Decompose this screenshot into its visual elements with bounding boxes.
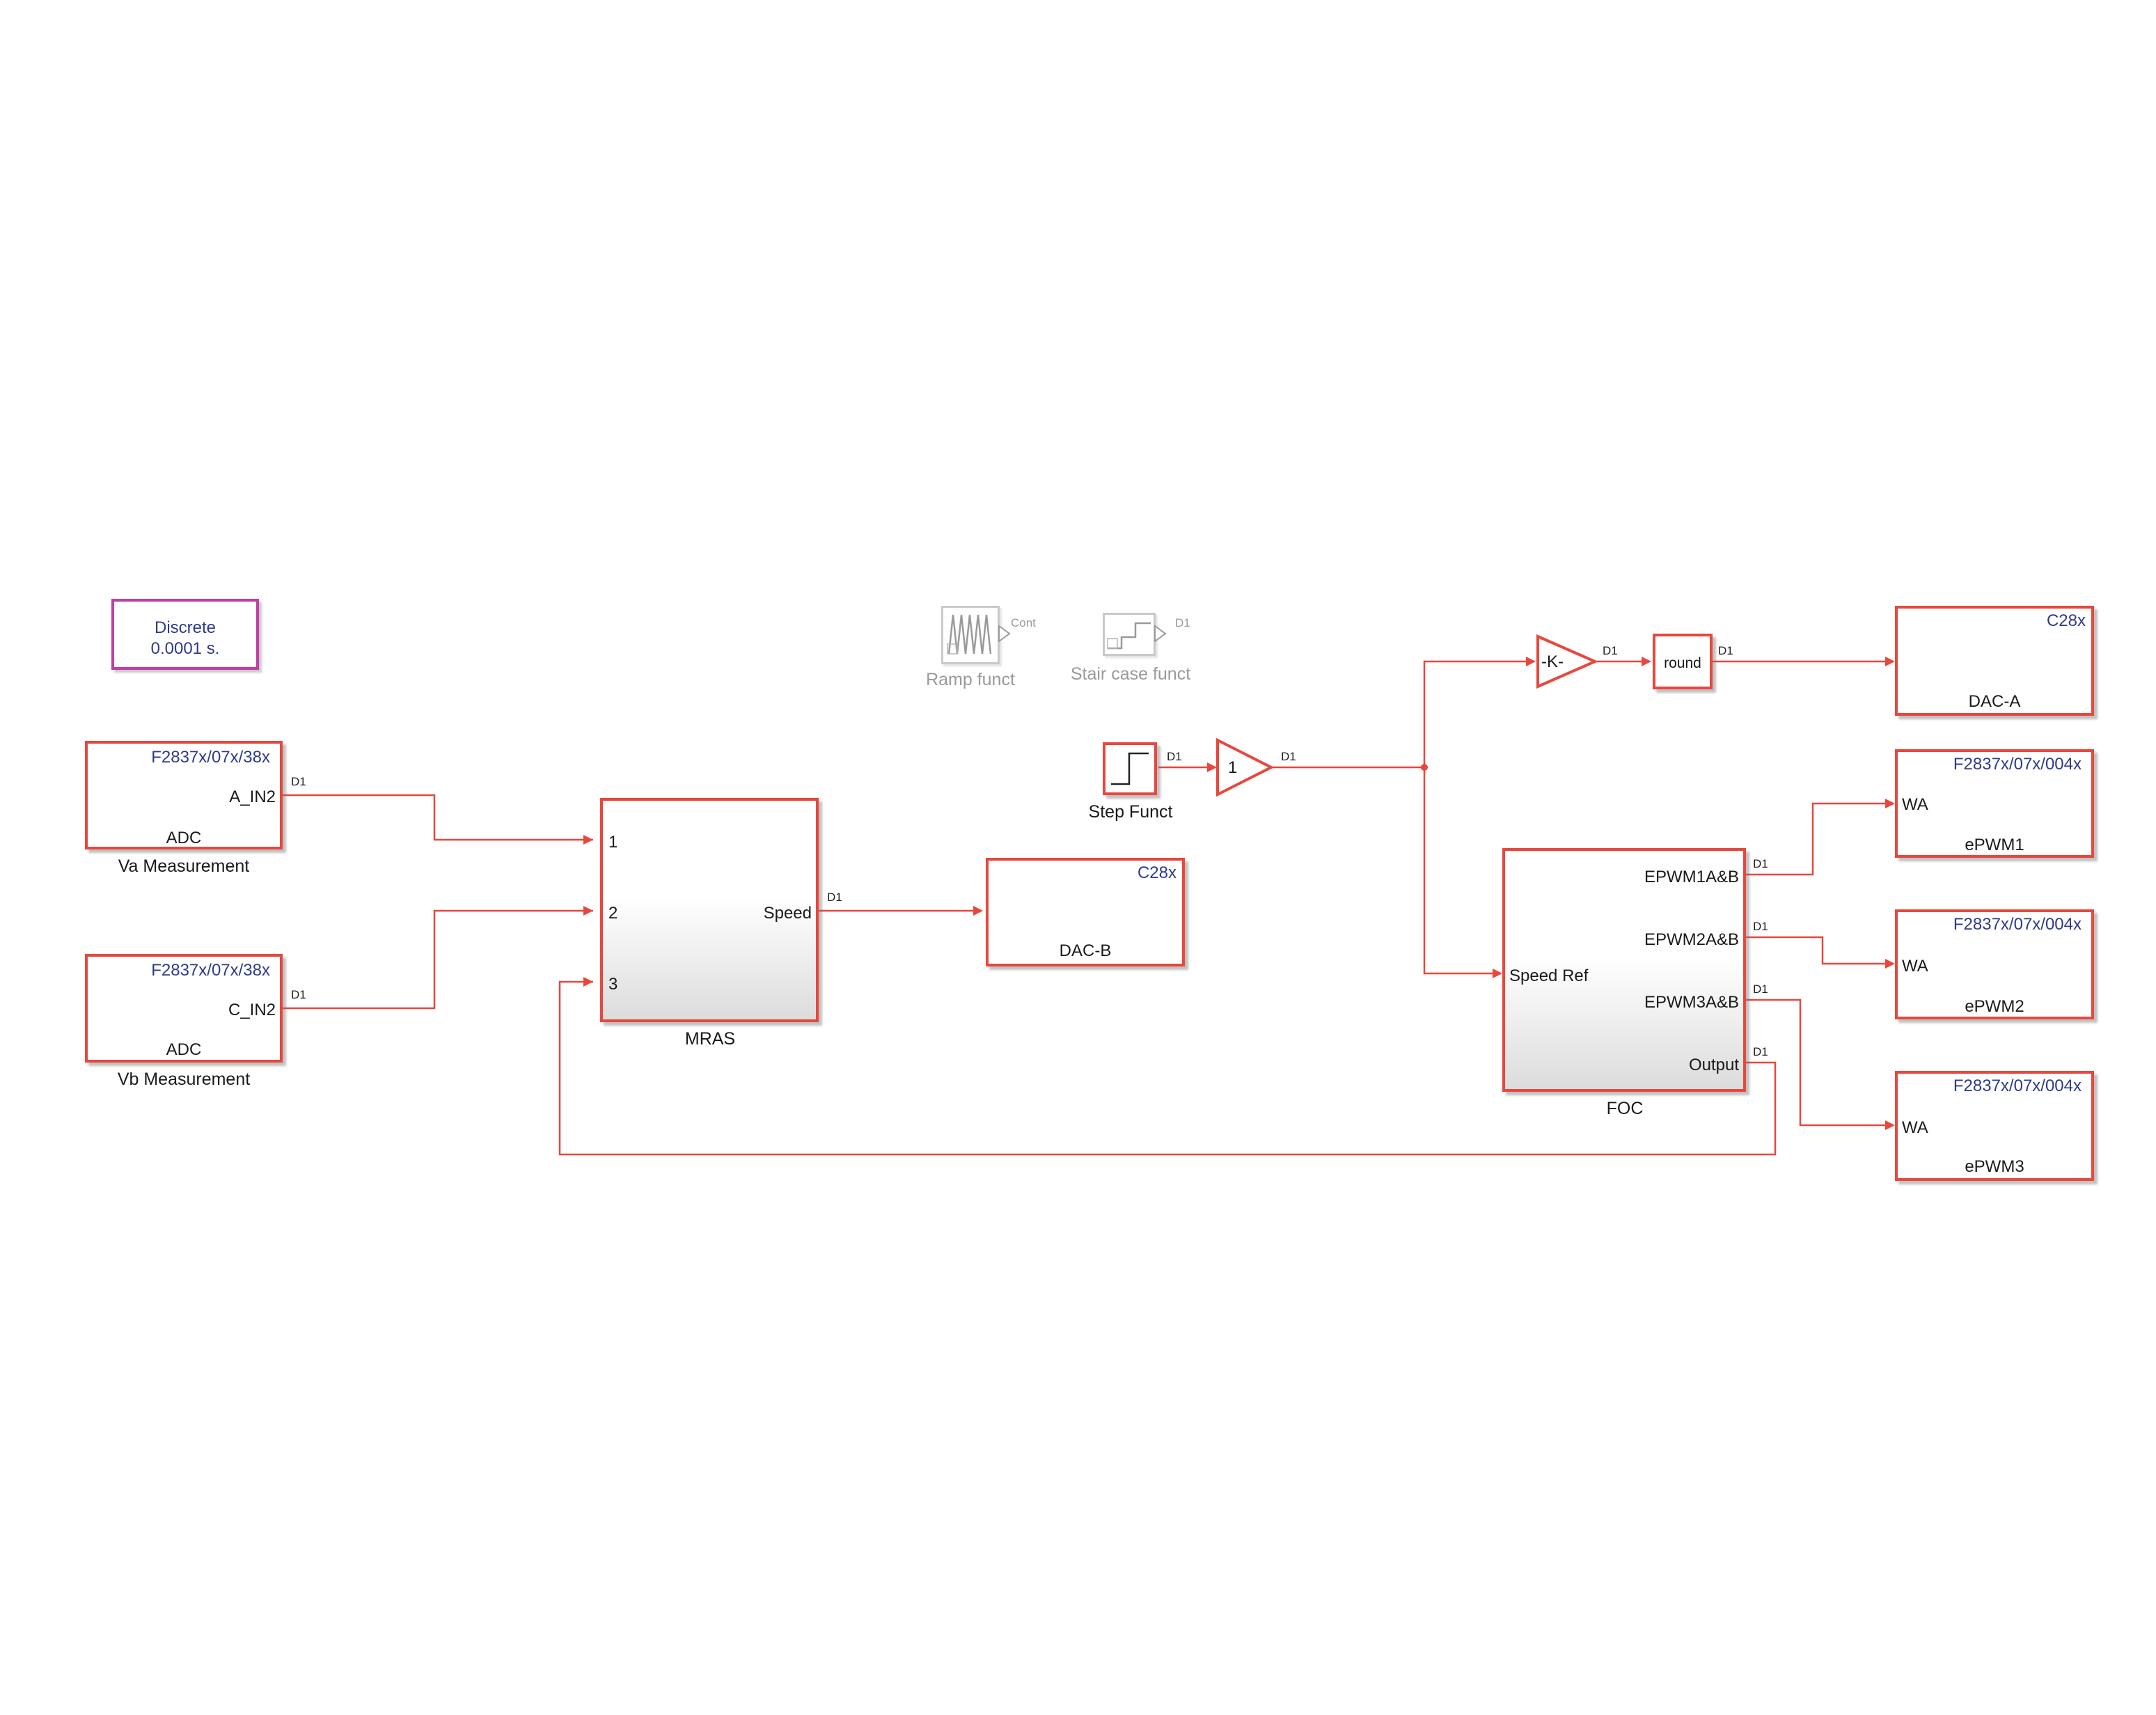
epwm2-block[interactable]: F2837x/07x/004x WA ePWM2 <box>1895 909 2094 1019</box>
arrow-epwm1 <box>1885 799 1895 808</box>
solver-sample-time: 0.0001 s. <box>150 639 220 658</box>
epwm2-label: ePWM2 <box>1965 997 2024 1016</box>
round-block[interactable]: round <box>1653 634 1713 689</box>
staircase-function-block[interactable] <box>1103 613 1156 656</box>
staircase-out-port-icon <box>1154 625 1167 642</box>
gain-1-block[interactable] <box>1215 738 1274 797</box>
foc-subsystem[interactable]: Speed Ref EPWM1A&B EPWM2A&B EPWM3A&B Out… <box>1502 848 1746 1092</box>
arrow-epwm3 <box>1885 1120 1895 1130</box>
vb-adc-rate: D1 <box>291 988 306 1001</box>
epwm1-label: ePWM1 <box>1965 836 2024 854</box>
mras-in-port-2: 2 <box>608 904 618 923</box>
foc-output-rate: D1 <box>1753 1045 1768 1058</box>
ramp-out-port-icon <box>998 625 1011 642</box>
step-caption: Step Funct <box>1088 802 1173 822</box>
wire-epwm1 <box>1746 802 1885 876</box>
gain-k-rate: D1 <box>1603 644 1618 657</box>
mras-subsystem[interactable]: 1 2 3 Speed <box>600 798 819 1022</box>
mras-out-rate: D1 <box>827 891 842 904</box>
round-label: round <box>1664 655 1701 671</box>
va-adc-port: A_IN2 <box>229 788 276 806</box>
foc-out-port-epwm1: EPWM1A&B <box>1644 868 1739 886</box>
epwm1-in-port: WA <box>1902 795 1928 814</box>
epwm3-label: ePWM3 <box>1965 1157 2024 1176</box>
ramp-waveform-icon <box>947 614 992 655</box>
wire-feedback <box>558 980 1777 1156</box>
vb-measurement-caption: Vb Measurement <box>117 1070 251 1089</box>
round-rate: D1 <box>1718 644 1733 657</box>
mras-in-port-3: 3 <box>608 975 618 994</box>
foc-epwm1-rate: D1 <box>1753 857 1768 870</box>
mras-caption: MRAS <box>684 1029 736 1049</box>
epwm3-in-port: WA <box>1902 1118 1928 1137</box>
arrow-mras1 <box>583 835 593 845</box>
dac-a-target: C28x <box>2046 611 2086 630</box>
dac-a-label: DAC-A <box>1968 692 2021 711</box>
mras-out-port-speed: Speed <box>763 904 812 923</box>
staircase-waveform-icon <box>1107 622 1151 650</box>
arrow-round <box>1642 657 1651 666</box>
va-measurement-caption: Va Measurement <box>118 856 250 876</box>
dac-a-block[interactable]: C28x DAC-A <box>1895 606 2094 716</box>
vb-adc-label: ADC <box>166 1040 202 1059</box>
mras-in-port-1: 1 <box>608 833 618 852</box>
gain-1-rate: D1 <box>1281 750 1296 763</box>
dac-b-target: C28x <box>1137 863 1177 882</box>
vb-adc-block[interactable]: F2837x/07x/38x C_IN2 ADC <box>85 954 283 1063</box>
gain-k-value: -K- <box>1541 652 1564 671</box>
va-adc-label: ADC <box>166 829 202 847</box>
foc-epwm2-rate: D1 <box>1753 920 1768 933</box>
ramp-caption: Ramp funct <box>926 670 1015 689</box>
arrow-mras2 <box>583 906 593 916</box>
step-function-block[interactable] <box>1103 742 1157 795</box>
foc-caption: FOC <box>1606 1099 1644 1118</box>
arrow-dacb <box>973 906 983 916</box>
arrow-foc <box>1493 969 1502 978</box>
arrow-k <box>1526 657 1536 666</box>
foc-epwm3-rate: D1 <box>1753 982 1768 996</box>
dac-b-label: DAC-B <box>1059 941 1112 960</box>
gain-1-value: 1 <box>1228 758 1238 777</box>
wire-branch-to-foc <box>1423 767 1493 975</box>
wire-va-to-mras1 <box>283 794 593 841</box>
ramp-function-block[interactable] <box>941 606 1000 664</box>
foc-out-port-epwm3: EPWM3A&B <box>1644 993 1739 1012</box>
arrow-gain <box>1207 762 1217 772</box>
wire-vb-to-mras2 <box>283 909 593 1010</box>
wire-branch-to-k <box>1423 660 1529 767</box>
foc-out-port-epwm2: EPWM2A&B <box>1644 930 1739 949</box>
wire-epwm2 <box>1746 936 1885 965</box>
epwm2-target: F2837x/07x/004x <box>1953 915 2082 934</box>
staircase-rate: D1 <box>1175 616 1190 629</box>
step-waveform-icon <box>1111 752 1149 785</box>
epwm3-block[interactable]: F2837x/07x/004x WA ePWM3 <box>1895 1071 2094 1181</box>
dac-b-block[interactable]: C28x DAC-B <box>986 858 1185 966</box>
wire-epwm3 <box>1746 999 1885 1127</box>
foc-out-port-output: Output <box>1688 1056 1739 1074</box>
foc-in-port-speed-ref: Speed Ref <box>1509 966 1589 985</box>
epwm3-target: F2837x/07x/004x <box>1953 1076 2082 1095</box>
vb-adc-port: C_IN2 <box>228 1001 276 1019</box>
solver-mode: Discrete <box>154 618 217 637</box>
epwm1-target: F2837x/07x/004x <box>1953 755 2082 774</box>
va-adc-block[interactable]: F2837x/07x/38x A_IN2 ADC <box>85 741 283 849</box>
arrow-epwm2 <box>1885 959 1895 969</box>
staircase-caption: Stair case funct <box>1070 664 1191 684</box>
arrow-daca <box>1885 657 1895 666</box>
epwm1-block[interactable]: F2837x/07x/004x WA ePWM1 <box>1895 749 2094 858</box>
arrow-mras3 <box>583 977 593 987</box>
step-out-rate: D1 <box>1167 750 1182 763</box>
branch-point <box>1421 764 1428 771</box>
va-adc-target: F2837x/07x/38x <box>151 748 270 767</box>
va-adc-rate: D1 <box>291 775 306 788</box>
solver-block[interactable]: Discrete 0.0001 s. <box>111 599 259 670</box>
gain-k-block[interactable] <box>1536 634 1597 689</box>
ramp-rate: Cont <box>1011 616 1036 629</box>
epwm2-in-port: WA <box>1902 957 1928 976</box>
vb-adc-target: F2837x/07x/38x <box>151 961 270 980</box>
